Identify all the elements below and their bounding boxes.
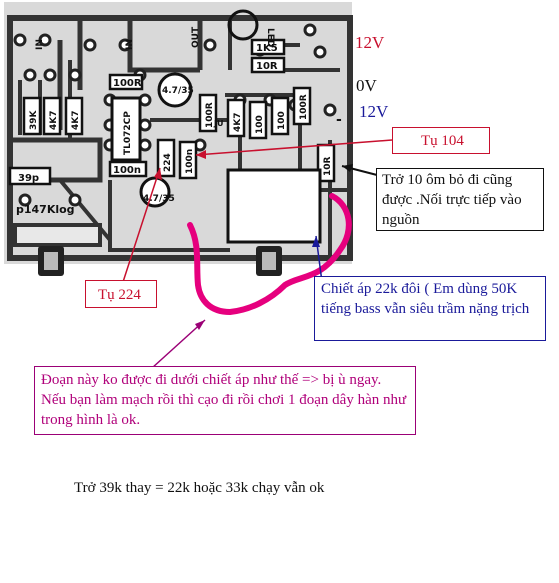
pcb-label-100r-right: 100R xyxy=(299,94,309,120)
pcb-label-1k5: 1K5 xyxy=(256,43,278,54)
pcb-label-4k7-b: 4K7 xyxy=(71,111,81,131)
callout-arrows xyxy=(122,139,393,369)
pcb-label-39p: 39p xyxy=(18,173,39,184)
pcb-trace xyxy=(10,137,103,183)
pcb-label-100r-mid: 100R xyxy=(205,102,215,128)
potentiometer-body xyxy=(226,168,322,244)
callout-doan-nay: Đoạn này ko được đi dưới chiết áp như th… xyxy=(34,366,416,435)
resistors xyxy=(8,38,336,186)
callout-tro-10-om: Trở 10 ôm bỏ đi cũng được .Nối trực tiếp… xyxy=(376,168,544,231)
pcb-trace xyxy=(57,20,203,130)
pcb-label-100-b: 100 xyxy=(277,111,287,130)
pcb-label-led: LED xyxy=(265,28,275,47)
pcb-label-in-right: IN xyxy=(125,39,135,50)
jack-connectors xyxy=(38,246,282,276)
pcb-label-100n: 100n xyxy=(113,165,141,176)
label-12v-bottom: 12V xyxy=(359,102,389,121)
pcb-label-4k7-c: 4K7 xyxy=(233,113,243,133)
electrolytic-capacitor xyxy=(157,72,193,108)
pcb-label-4k7-a: 4K7 xyxy=(49,111,59,131)
label-0v: 0V xyxy=(356,76,377,95)
pcb-label-100r-top: 100R xyxy=(113,78,142,89)
callout-tu-224: Tụ 224 xyxy=(85,280,157,308)
pcb-label-ic: TL072CP xyxy=(123,111,133,155)
pcb-label-100n-v: 100n xyxy=(185,149,195,174)
label-12v-top: 12V xyxy=(355,33,385,52)
pcb-label-minus: - xyxy=(336,112,342,128)
pcb-trace xyxy=(13,223,102,247)
pcb-label-39k: 39K xyxy=(29,109,39,130)
jumper-wire xyxy=(187,193,352,316)
pcb-label-10r-top: 10R xyxy=(256,61,278,72)
pcb-label-out: OUT xyxy=(191,26,201,48)
pcb-label-pot: p147Klog xyxy=(16,203,75,216)
pcb-label-ju: JU xyxy=(213,119,223,128)
ic-chip xyxy=(110,96,142,162)
pcb-label-cap-top: 4.7/35 xyxy=(162,86,194,96)
callout-tu-104: Tụ 104 xyxy=(392,127,490,154)
pcb-label-cap-bottom: 4.7/35 xyxy=(143,194,175,204)
callout-chiet-ap: Chiết áp 22k đôi ( Em dùng 50K tiếng bas… xyxy=(314,276,546,341)
pcb-label-224: 224 xyxy=(163,153,173,172)
pcb-label-10r-right: 10R xyxy=(323,156,333,176)
pcb-label-100-a: 100 xyxy=(255,115,265,134)
pcb-label-in-left: IN xyxy=(35,39,45,50)
note-tro-39k: Trở 39k thay = 22k hoặc 33k chạy vẫn ok xyxy=(74,480,325,496)
led xyxy=(227,9,259,41)
electrolytic-capacitor xyxy=(139,176,171,208)
